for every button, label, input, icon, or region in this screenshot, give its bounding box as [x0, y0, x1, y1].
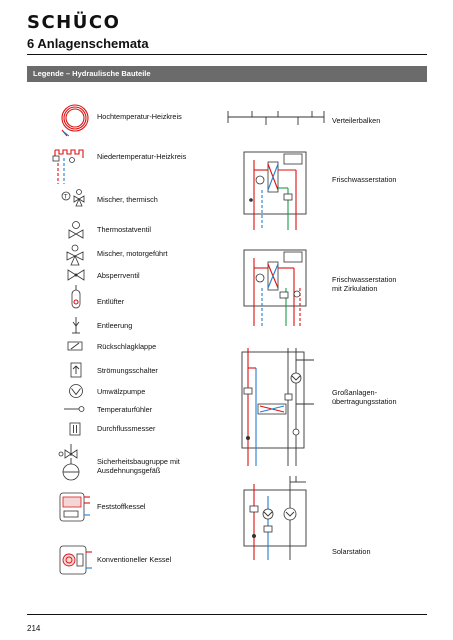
solid-fuel-boiler-icon	[59, 492, 90, 522]
drain-icon	[72, 317, 80, 334]
check-valve-icon	[67, 341, 83, 351]
label-solid-fuel-boiler: Feststoffkessel	[97, 502, 146, 511]
flow-meter-icon	[69, 422, 81, 436]
label-low-temp-circuit: Niedertemperatur-Heizkreis	[97, 152, 187, 161]
footer-rule	[27, 614, 427, 615]
label-vent: Entlüfter	[97, 297, 125, 306]
label-motor-mixer: Mischer, motorgeführt	[97, 249, 168, 258]
label-drain: Entleerung	[97, 321, 133, 330]
high-temp-circuit-icon	[61, 104, 89, 137]
legend-header: Legende – Hydraulische Bauteile	[27, 66, 427, 82]
large-transfer-station-icon	[241, 348, 314, 466]
motor-mixer-icon	[66, 244, 84, 266]
label-conventional-boiler: Konventioneller Kessel	[97, 555, 172, 564]
label-thermal-mixer: Mischer, thermisch	[97, 195, 158, 204]
label-large-transfer-line1: Großanlagen-	[332, 388, 378, 397]
conventional-boiler-icon	[59, 545, 92, 575]
distribution-bar-icon	[227, 111, 325, 125]
page-title: 6 Anlagenschemata	[27, 36, 149, 51]
solar-station-icon	[243, 476, 307, 560]
label-shutoff-valve: Absperrventil	[97, 271, 140, 280]
flow-switch-icon	[70, 362, 82, 378]
label-fresh-water-circ-line1: Frischwasserstation	[332, 275, 397, 284]
header-rule	[27, 54, 427, 55]
label-fresh-water-station: Frischwasserstation	[332, 175, 397, 184]
label-fresh-water-circ-line2: mit Zirkulation	[332, 284, 378, 293]
circulation-pump-icon	[69, 384, 83, 398]
thermostat-valve-icon	[68, 221, 84, 239]
label-distribution-bar: Verteilerbalken	[332, 116, 381, 125]
shutoff-valve-icon	[67, 269, 85, 281]
label-large-transfer-line2: übertragungsstation	[332, 397, 397, 406]
temperature-sensor-icon	[64, 406, 85, 412]
thermal-mixer-icon: T	[61, 189, 85, 207]
label-circulation-pump: Umwälzpumpe	[97, 387, 146, 396]
svg-text:T: T	[63, 194, 68, 201]
label-flow-meter: Durchflussmesser	[97, 424, 156, 433]
label-high-temp-circuit: Hochtemperatur-Heizkreis	[97, 112, 182, 121]
label-safety-group-line1: Sicherheitsbaugruppe mit	[97, 457, 180, 466]
label-flow-switch: Strömungsschalter	[97, 366, 158, 375]
label-check-valve: Rückschlagklappe	[97, 342, 157, 351]
label-safety-group-line2: Ausdehnungsgefäß	[97, 466, 161, 475]
page-number: 214	[27, 624, 41, 633]
brand-logo: SCHÜCO	[27, 12, 121, 33]
safety-group-icon	[58, 444, 80, 481]
label-temperature-sensor: Temperaturfühler	[97, 405, 153, 414]
label-solar-station: Solarstation	[332, 547, 371, 556]
label-thermostat-valve: Thermostatventil	[97, 225, 151, 234]
vent-icon	[71, 285, 81, 309]
fresh-water-station-icon	[243, 151, 307, 230]
low-temp-circuit-icon	[52, 149, 84, 184]
fresh-water-circ-station-icon	[243, 249, 307, 326]
